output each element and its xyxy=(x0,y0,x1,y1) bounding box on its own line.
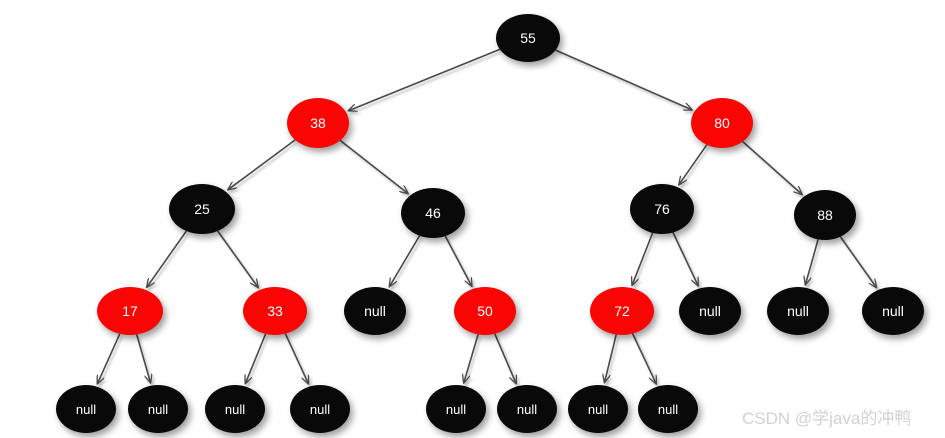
tree-node-33: 33 xyxy=(243,287,307,335)
tree-node-label: null xyxy=(587,401,609,417)
tree-node-label: 76 xyxy=(654,201,670,217)
tree-node-50: 50 xyxy=(454,287,516,335)
tree-node-label: null xyxy=(75,401,97,417)
tree-edge-n72-to-n72R xyxy=(631,333,657,384)
tree-node-null-n76R: null xyxy=(679,287,741,335)
tree-node-null-n50R: null xyxy=(497,385,557,433)
tree-node-17: 17 xyxy=(97,287,163,335)
tree-node-null-n88R: null xyxy=(862,287,924,335)
tree-node-76: 76 xyxy=(630,184,694,234)
tree-edge-n88-to-n88L xyxy=(805,239,819,284)
tree-node-80: 80 xyxy=(691,98,753,148)
tree-edge-n50-to-n50R xyxy=(494,333,516,384)
tree-edge-n33-to-n33R xyxy=(284,333,308,384)
tree-edge-n25-to-n17 xyxy=(147,230,188,287)
tree-edge-n88-to-n88R xyxy=(839,236,876,288)
tree-node-label: null xyxy=(224,401,246,417)
tree-edge-n33-to-n33L xyxy=(245,333,267,384)
tree-edge-n72-to-n72L xyxy=(605,334,617,383)
tree-node-label: null xyxy=(882,303,904,319)
tree-edge-n55-to-n80 xyxy=(555,49,692,110)
tree-node-label: null xyxy=(787,303,809,319)
tree-node-label: 38 xyxy=(310,115,326,131)
tree-node-null-n17L: null xyxy=(56,385,116,433)
edge-group xyxy=(97,48,876,384)
csdn-watermark: CSDN @学java的冲鸭 xyxy=(742,409,912,428)
tree-edge-n17-to-n17L xyxy=(97,333,121,384)
tree-node-label: 46 xyxy=(425,205,441,221)
tree-node-null-n72R: null xyxy=(638,385,698,433)
tree-node-label: 88 xyxy=(817,207,833,223)
tree-node-null-n33L: null xyxy=(205,385,265,433)
tree-edge-n46-to-n50 xyxy=(444,235,472,286)
tree-edge-n80-to-n76 xyxy=(679,144,708,185)
tree-node-label: null xyxy=(364,303,386,319)
tree-node-null-n17R: null xyxy=(128,385,188,433)
tree-node-25: 25 xyxy=(169,184,235,234)
tree-edge-n76-to-n76R xyxy=(672,232,698,286)
tree-node-label: 25 xyxy=(194,201,210,217)
tree-node-null-n50L: null xyxy=(426,385,486,433)
tree-node-label: null xyxy=(445,401,467,417)
tree-node-label: 80 xyxy=(714,115,730,131)
tree-edge-n17-to-n17R xyxy=(135,334,151,383)
tree-node-55: 55 xyxy=(496,14,560,62)
tree-edge-n55-to-n38 xyxy=(349,48,501,110)
tree-node-label: 33 xyxy=(267,303,283,319)
tree-node-null-n72L: null xyxy=(568,385,628,433)
tree-edge-n76-to-n72 xyxy=(632,232,654,285)
tree-edge-n25-to-n33 xyxy=(217,230,258,287)
tree-edge-n38-to-n25 xyxy=(228,139,296,190)
tree-node-label: 50 xyxy=(477,303,493,319)
tree-node-null-n88L: null xyxy=(767,287,829,335)
tree-node-label: 55 xyxy=(520,30,536,46)
tree-node-null-n46L: null xyxy=(344,287,406,335)
tree-node-label: null xyxy=(309,401,331,417)
tree-node-label: null xyxy=(516,401,538,417)
tree-node-label: null xyxy=(657,401,679,417)
tree-edge-n80-to-n88 xyxy=(742,141,802,195)
tree-node-null-n33R: null xyxy=(290,385,350,433)
tree-edge-n46-to-n46L xyxy=(389,235,421,287)
tree-node-72: 72 xyxy=(590,287,654,335)
tree-node-label: 72 xyxy=(614,303,630,319)
tree-node-label: 17 xyxy=(122,303,138,319)
tree-node-46: 46 xyxy=(401,188,465,238)
tree-edge-n50-to-n50L xyxy=(464,334,479,382)
tree-node-label: null xyxy=(699,303,721,319)
tree-node-88: 88 xyxy=(794,190,856,240)
tree-node-label: null xyxy=(147,401,169,417)
tree-edge-n38-to-n46 xyxy=(339,139,408,193)
tree-node-38: 38 xyxy=(287,98,349,148)
